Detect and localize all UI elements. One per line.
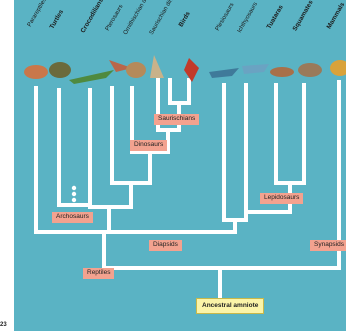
root-label-text: Ancestral amniote <box>202 302 258 309</box>
animal-illustrations <box>24 55 346 84</box>
root-label-ancestral-amniote: Ancestral amniote <box>196 298 264 314</box>
clade-label-synapsids: Synapsids <box>310 240 346 251</box>
tree-branches <box>14 0 346 331</box>
parareptile-icon <box>24 65 48 79</box>
ichthyosaur-icon <box>242 64 269 74</box>
squamate-icon <box>298 63 322 77</box>
turtle-icon <box>49 62 71 78</box>
clade-label-lepidosaurs: Lepidosaurs <box>260 193 303 204</box>
clade-label-archosaurs: Archosaurs <box>52 212 93 223</box>
mammal-icon <box>330 60 346 76</box>
clade-label-diapsids: Diapsids <box>149 240 182 251</box>
uncertain-placement-dots <box>72 186 76 202</box>
cladogram-panel: Parareptiles Turtles Crocodilians Pteros… <box>14 0 346 331</box>
theropod-icon <box>150 55 164 78</box>
figure-number: 23 <box>0 322 7 328</box>
clade-label-reptiles: Reptiles <box>83 268 114 279</box>
plesiosaur-icon <box>209 68 239 78</box>
bird-icon <box>184 58 199 82</box>
clade-label-dinosaurs: Dinosaurs <box>130 140 167 151</box>
crocodile-icon <box>69 70 114 84</box>
ornithischian-icon <box>126 62 146 78</box>
clade-label-saurischians: Saurischians <box>154 114 199 125</box>
tuatara-icon <box>270 67 294 77</box>
